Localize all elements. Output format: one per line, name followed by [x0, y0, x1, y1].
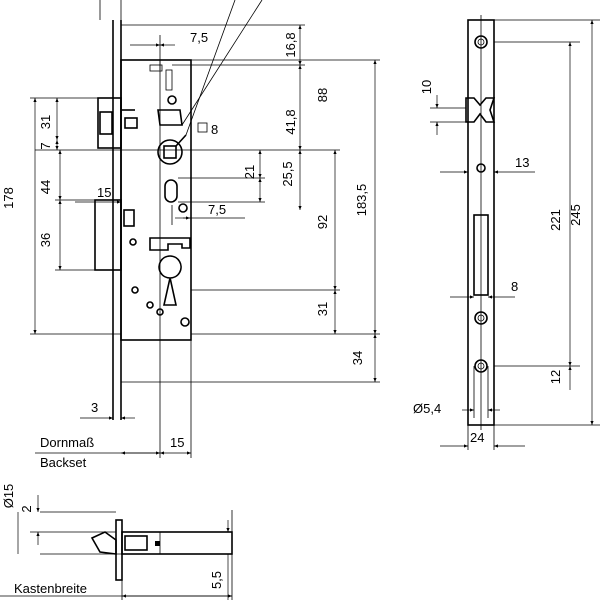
cylinder-cutout [158, 255, 182, 306]
dim-13: 13 [515, 155, 529, 170]
dim-2: 2 [19, 505, 34, 512]
dim-7: 7 [38, 142, 53, 149]
dim-245: 245 [568, 204, 583, 226]
label-dornmass: Dornmaß [40, 435, 94, 450]
front-view [30, 0, 380, 458]
screw-bottom [180, 317, 190, 327]
top-forend-plate [115, 519, 123, 581]
side-view [430, 15, 600, 450]
latch-opening [465, 97, 496, 123]
dim-7-5-top: 7,5 [190, 30, 208, 45]
top-view [0, 495, 233, 600]
mechanism-block [149, 237, 191, 251]
dim-3: 3 [91, 400, 98, 415]
screw-top [167, 95, 177, 105]
label-kastenbreite: Kastenbreite [14, 581, 87, 596]
dim-178: 178 [1, 187, 16, 209]
dim-34: 34 [350, 351, 365, 365]
guide-slot [164, 179, 178, 203]
lock-case [120, 59, 192, 341]
dead-bolt [94, 199, 122, 271]
square-spindle-hole [163, 145, 177, 159]
spindle-hub [157, 139, 183, 165]
dim-7-5-mid: 7,5 [208, 202, 226, 217]
dim-phi-15: Ø15 [1, 484, 16, 509]
dim-88: 88 [315, 88, 330, 102]
dim-15-mid: 15 [97, 185, 111, 200]
label-backset: Backset [40, 455, 87, 470]
dim-16-8: 16,8 [283, 32, 298, 57]
dim-36: 36 [38, 233, 53, 247]
dim-15-bottom: 15 [170, 435, 184, 450]
dim-183-5: 183,5 [354, 184, 369, 217]
dim-phi-5-4: Ø5,4 [413, 401, 441, 416]
dim-8-square: 8 [211, 122, 218, 137]
dim-24: 24 [470, 430, 484, 445]
dim-44: 44 [38, 180, 53, 194]
dim-31-low: 31 [315, 302, 330, 316]
dim-221: 221 [548, 209, 563, 231]
dim-92: 92 [315, 215, 330, 229]
dim-8: 8 [511, 279, 518, 294]
latch-bolt [97, 97, 122, 149]
dim-41-8: 41,8 [283, 109, 298, 134]
top-latch-bolt [90, 531, 117, 555]
dim-10: 10 [419, 80, 434, 94]
square-symbol-icon [197, 122, 208, 133]
dim-21: 21 [242, 165, 257, 179]
dim-25-5: 25,5 [280, 161, 295, 186]
dim-5-5: 5,5 [209, 571, 224, 589]
dim-31: 31 [38, 115, 53, 129]
dim-12: 12 [548, 370, 563, 384]
